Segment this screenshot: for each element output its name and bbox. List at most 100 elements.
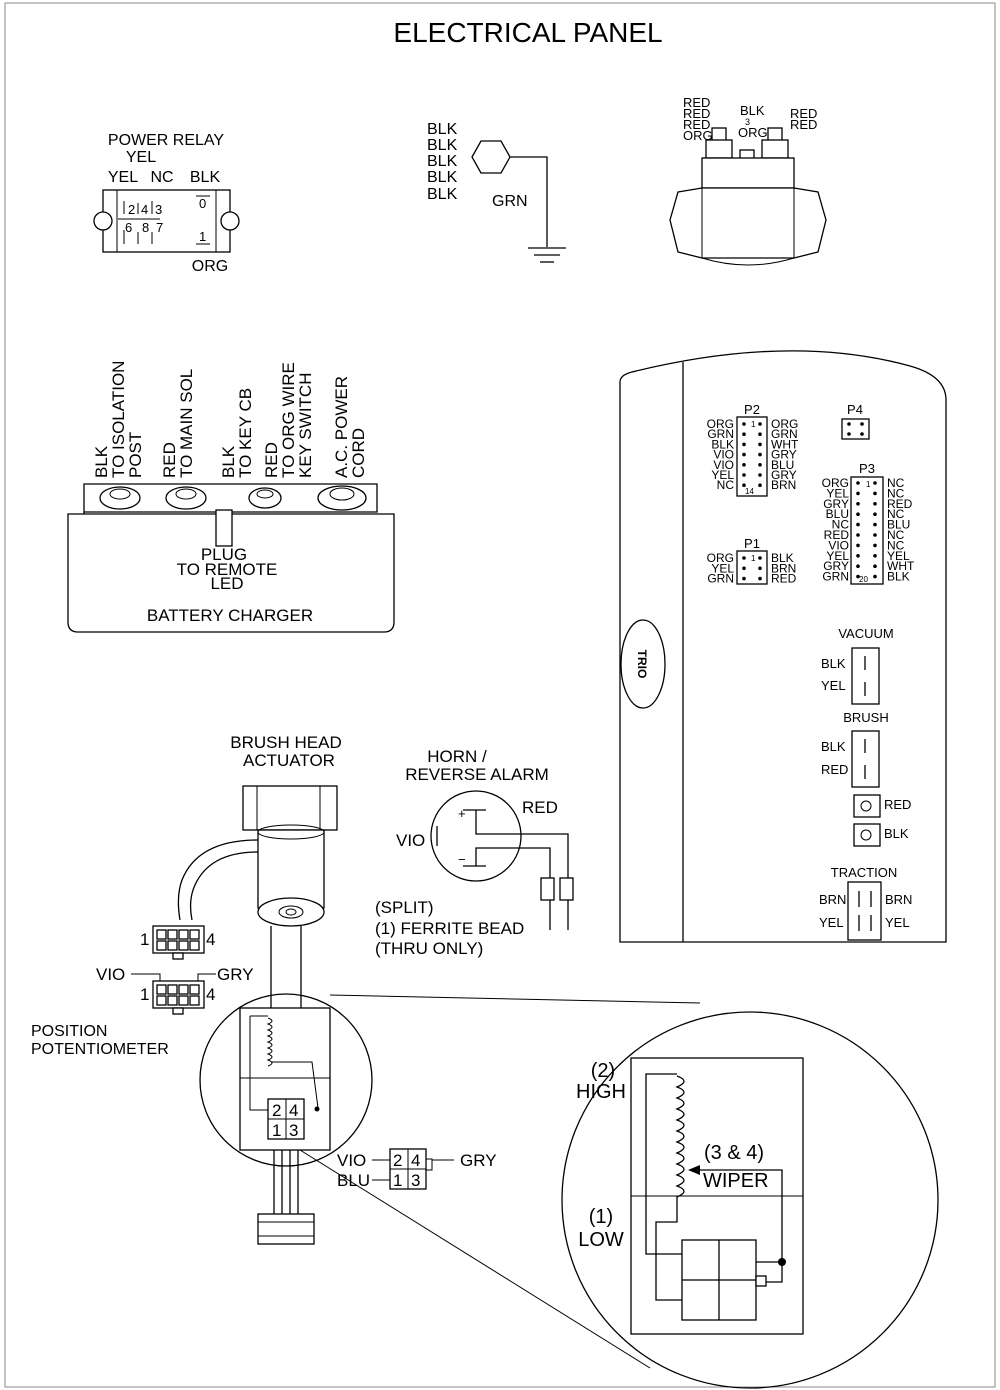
p3-label: P3 — [859, 461, 875, 476]
ground-wire-4: BLK — [427, 169, 458, 186]
p3-pin — [873, 564, 877, 568]
p2-pin — [742, 452, 746, 457]
p2-pins — [742, 422, 762, 488]
relay-pin-2: 2 — [128, 202, 135, 217]
charger-conn-2: RED TO MAIN SOL — [160, 369, 196, 478]
p3-pin — [856, 564, 860, 568]
p2-right-wire: BRN — [771, 478, 796, 492]
ferrite-bead-1 — [540, 877, 555, 901]
horn-title-2: REVERSE ALARM — [405, 765, 549, 784]
detail-wiper-num: (3 & 4) — [704, 1142, 764, 1164]
horn: HORN / REVERSE ALARM + − RED VIO (SPLIT)… — [375, 747, 574, 958]
p3-pin-last: 20 — [859, 575, 868, 584]
p1-left-wire: ORG — [707, 551, 734, 565]
p3-right-wire: NC — [887, 528, 905, 542]
p2-pin — [758, 473, 762, 477]
charger-grommet-4 — [317, 485, 367, 511]
terminal-blk-label: BLK — [884, 826, 909, 841]
p4-label: P4 — [847, 402, 863, 417]
power-relay-label-3: BLK — [190, 169, 221, 186]
power-relay-body — [102, 189, 231, 253]
p3-pin — [856, 481, 860, 485]
p1-pin — [742, 556, 746, 560]
p1-pin-first: 1 — [751, 554, 756, 563]
p1-right-wire: RED — [771, 572, 797, 586]
p2-right-wire: GRY — [771, 448, 797, 462]
p3-right-wire: YEL — [887, 549, 910, 563]
charger-conn-4-line-2: TO ORG WIRE — [279, 362, 298, 478]
horn-neg-wire: VIO — [396, 831, 425, 850]
actuator-motor-cap — [242, 785, 338, 831]
ground-wire-5: BLK — [427, 186, 458, 203]
charger-conn-5: A.C. POWER CORD — [332, 376, 368, 478]
p2-label: P2 — [744, 402, 760, 417]
p1-pin — [758, 576, 762, 581]
pot-conn-wire-gry: GRY — [460, 1151, 497, 1170]
power-relay-right-mount — [220, 211, 240, 231]
p1-right-wire: BLK — [771, 551, 794, 565]
p2-pin — [758, 463, 762, 467]
charger-conn-4-line-1: RED — [262, 442, 281, 478]
conn1-pin-1: 1 — [140, 930, 149, 949]
pot-conn-wire-vio: VIO — [337, 1151, 366, 1170]
ferrite-line-3: (THRU ONLY) — [375, 939, 483, 958]
sol-left-1: RED — [683, 95, 710, 110]
charger-conn-1: BLK TO ISOLATION POST — [92, 361, 145, 478]
power-relay-yel-label: YEL — [126, 149, 156, 166]
p1-label: P1 — [744, 536, 760, 551]
traction-label: TRACTION — [831, 865, 897, 880]
detail-high-num: (2) — [591, 1060, 615, 1082]
actuator-plug — [257, 1213, 315, 1245]
ground-green-label: GRN — [492, 193, 528, 210]
p3-pin-first: 1 — [866, 480, 871, 489]
conn2-right-wire: GRY — [217, 965, 254, 984]
traction-left-1: BRN — [819, 892, 846, 907]
pot-conn-pin-4: 4 — [411, 1151, 420, 1170]
p3-right-wire: RED — [887, 497, 913, 511]
charger-conn-2-line-2: TO MAIN SOL — [177, 369, 196, 478]
brush-wire-1: BLK — [821, 739, 846, 754]
p3-pin — [856, 574, 860, 579]
p2-pin — [742, 463, 746, 467]
detail-high-label: HIGH — [576, 1081, 626, 1103]
ground-wire-3: BLK — [427, 153, 458, 170]
p3-pin — [873, 502, 877, 506]
p3-left-wire: VIO — [828, 538, 849, 552]
charger-plug-line-3: LED — [210, 574, 243, 593]
p1-left-wire: GRN — [707, 572, 734, 586]
brush-label: BRUSH — [843, 710, 889, 725]
charger-grommet-2 — [165, 486, 207, 510]
p3-left-wire: BLU — [826, 507, 849, 521]
charger-conn-5-line-1: A.C. POWER — [332, 376, 351, 478]
ferrite-line-1: (SPLIT) — [375, 898, 434, 917]
charger-plug-line-1: PLUG — [201, 545, 247, 564]
p1-pin — [742, 566, 746, 571]
brush-head-actuator: BRUSH HEAD ACTUATOR 1 4 1 4 VIO GRY PO — [31, 733, 701, 1369]
ferrite-line-2: (1) FERRITE BEAD — [375, 919, 524, 938]
p2-pin — [758, 422, 762, 426]
p3-pin — [873, 533, 877, 537]
p3-right-wire: NC — [887, 507, 905, 521]
charger-led-plug — [215, 509, 233, 547]
power-relay-label-1: YEL — [108, 169, 138, 186]
p2-pin — [742, 422, 746, 426]
p1-pin — [742, 576, 746, 581]
charger-conn-1-line-2: TO ISOLATION — [109, 361, 128, 478]
page-border — [4, 2, 996, 1388]
p3-left-wire: GRY — [823, 559, 849, 573]
p2-right-wire: GRY — [771, 468, 797, 482]
charger-grommet-1 — [99, 486, 141, 510]
relay-pin-1: 1 — [199, 229, 206, 244]
p2-right-wire: GRN — [771, 427, 798, 441]
p2-right-wire: BLU — [771, 458, 794, 472]
p3-pin — [856, 512, 860, 516]
p3-left-wire: GRN — [822, 570, 849, 584]
p2-right-wire: WHT — [771, 437, 799, 451]
p2-pin — [758, 452, 762, 457]
charger-conn-2-line-1: RED — [160, 442, 179, 478]
p2-left-wire: NC — [717, 478, 735, 492]
ground-stud: BLK BLK BLK BLK BLK GRN — [427, 121, 566, 263]
